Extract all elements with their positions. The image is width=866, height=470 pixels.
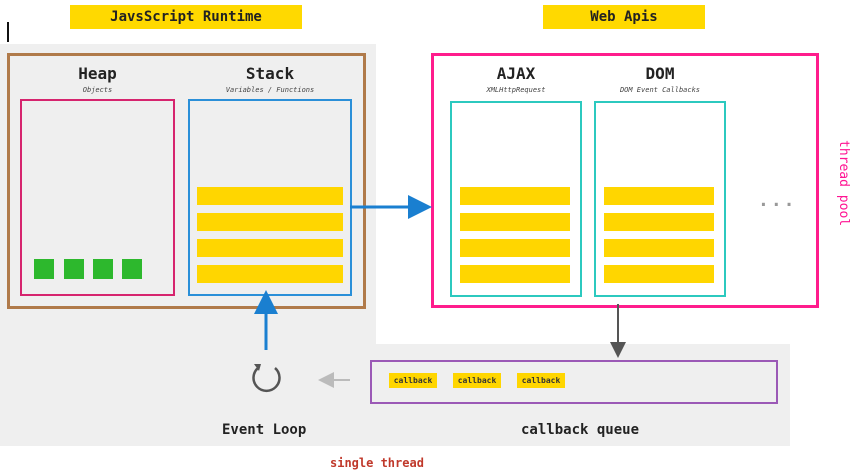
callback-queue-box <box>370 360 778 404</box>
stack-frame <box>197 265 343 283</box>
ajax-sublabel: XMLHttpRequest <box>486 86 546 94</box>
heap-object <box>93 259 113 279</box>
runtime-box <box>7 53 366 309</box>
dom-task <box>604 187 714 205</box>
callback-item: callback <box>389 373 437 388</box>
stack-frame <box>197 187 343 205</box>
ajax-task <box>460 265 570 283</box>
callback-item: callback <box>517 373 565 388</box>
heap-object <box>34 259 54 279</box>
heap-sublabel: Objects <box>82 86 113 94</box>
ajax-label: AJAX <box>496 64 536 83</box>
heap-box <box>20 99 175 296</box>
stack-label: Stack <box>245 64 295 83</box>
stack-frame <box>197 239 343 257</box>
ajax-task <box>460 187 570 205</box>
dom-box <box>594 101 726 297</box>
callback-item: callback <box>453 373 501 388</box>
heap-object <box>122 259 142 279</box>
ajax-task <box>460 213 570 231</box>
dom-label: DOM <box>645 64 675 83</box>
dom-task <box>604 213 714 231</box>
text-cursor <box>7 22 9 42</box>
runtime-title: JavsScript Runtime <box>70 5 302 29</box>
thread-pool-label: thread pool <box>836 140 851 227</box>
dom-task <box>604 265 714 283</box>
heap-object <box>64 259 84 279</box>
single-thread-label: single thread <box>330 456 424 470</box>
callback-queue-label: callback queue <box>521 422 640 438</box>
ajax-task <box>460 239 570 257</box>
stack-sublabel: Variables / Functions <box>225 86 315 94</box>
ajax-box <box>450 101 582 297</box>
dom-task <box>604 239 714 257</box>
web-apis-box <box>431 53 819 308</box>
event-loop-label: Event Loop <box>222 422 307 438</box>
heap-label: Heap <box>78 64 117 83</box>
more-apis-ellipsis: ... <box>758 190 797 211</box>
dom-sublabel: DOM Event Callbacks <box>619 86 701 94</box>
web-apis-title: Web Apis <box>543 5 705 29</box>
stack-frame <box>197 213 343 231</box>
